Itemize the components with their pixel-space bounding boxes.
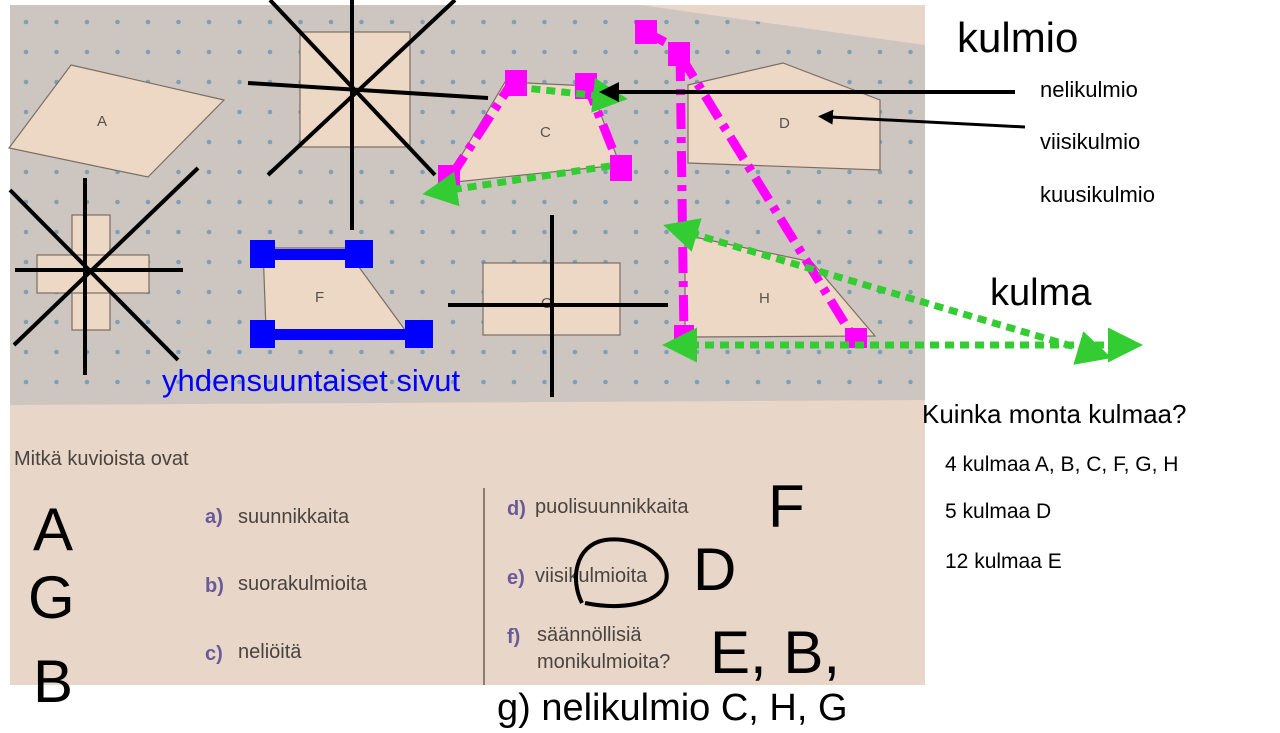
svg-text:d): d) xyxy=(507,498,526,520)
nelikulmio-label: nelikulmio xyxy=(1040,77,1138,102)
question-e: e) viisikulmioita xyxy=(507,565,648,589)
svg-text:monikulmioita?: monikulmioita? xyxy=(537,651,670,673)
book-prompt: Mitkä kuvioista ovat xyxy=(14,448,189,470)
svg-text:a): a) xyxy=(205,506,223,528)
parallel-sides-label: yhdensuuntaiset sivut xyxy=(162,363,461,398)
answer-b: G xyxy=(28,564,75,631)
green-angle-arrows xyxy=(422,77,1143,365)
svg-text:suunnikkaita: suunnikkaita xyxy=(238,506,350,528)
svg-text:C: C xyxy=(540,124,551,141)
circle-mark xyxy=(574,537,669,608)
kuusikulmio-label: kuusikulmio xyxy=(1040,182,1155,207)
symmetry-lines-g xyxy=(448,215,668,397)
answer-g: g) nelikulmio C, H, G xyxy=(497,687,848,729)
shape-e xyxy=(36,214,150,331)
svg-text:puolisuunnikkaita: puolisuunnikkaita xyxy=(535,496,689,518)
symmetry-lines-e xyxy=(8,166,200,375)
svg-text:e): e) xyxy=(507,567,525,589)
kulma-heading: kulma xyxy=(990,272,1092,314)
viisikulmio-label: viisikulmio xyxy=(1040,129,1140,154)
svg-text:F: F xyxy=(315,289,324,306)
svg-text:b): b) xyxy=(205,575,224,597)
svg-text:suorakulmioita: suorakulmioita xyxy=(238,573,368,595)
question-b: b) suorakulmioita xyxy=(205,573,368,597)
question-a: a) suunnikkaita xyxy=(205,506,350,528)
question-d: d) puolisuunnikkaita xyxy=(507,496,689,520)
angle-count-12: 12 kulmaa E xyxy=(945,550,1062,573)
svg-text:säännöllisiä: säännöllisiä xyxy=(537,624,642,646)
answer-f: E, B, xyxy=(710,619,840,686)
svg-text:c): c) xyxy=(205,643,223,665)
parallel-sides-marker xyxy=(250,240,433,348)
angle-count-5: 5 kulmaa D xyxy=(945,500,1051,523)
answer-c: B xyxy=(33,648,73,715)
answer-e: D xyxy=(693,536,736,603)
arrow-to-d xyxy=(818,109,1026,129)
question-c: c) neliöitä xyxy=(205,641,302,665)
svg-text:A: A xyxy=(97,113,107,130)
kulmio-heading: kulmio xyxy=(957,14,1078,61)
svg-text:f): f) xyxy=(507,626,520,648)
shape-a: A xyxy=(7,64,226,178)
angle-question: Kuinka monta kulmaa? xyxy=(922,399,1186,429)
svg-text:D: D xyxy=(779,115,790,132)
answer-d: F xyxy=(768,473,805,540)
answer-a: A xyxy=(33,496,73,563)
symmetry-lines-b xyxy=(247,0,489,230)
svg-text:H: H xyxy=(759,290,770,307)
angle-count-4: 4 kulmaa A, B, C, F, G, H xyxy=(945,453,1178,476)
svg-text:viisikulmioita: viisikulmioita xyxy=(535,565,648,587)
svg-text:neliöitä: neliöitä xyxy=(238,641,302,663)
question-f: f) säännöllisiä monikulmioita? xyxy=(507,624,670,673)
